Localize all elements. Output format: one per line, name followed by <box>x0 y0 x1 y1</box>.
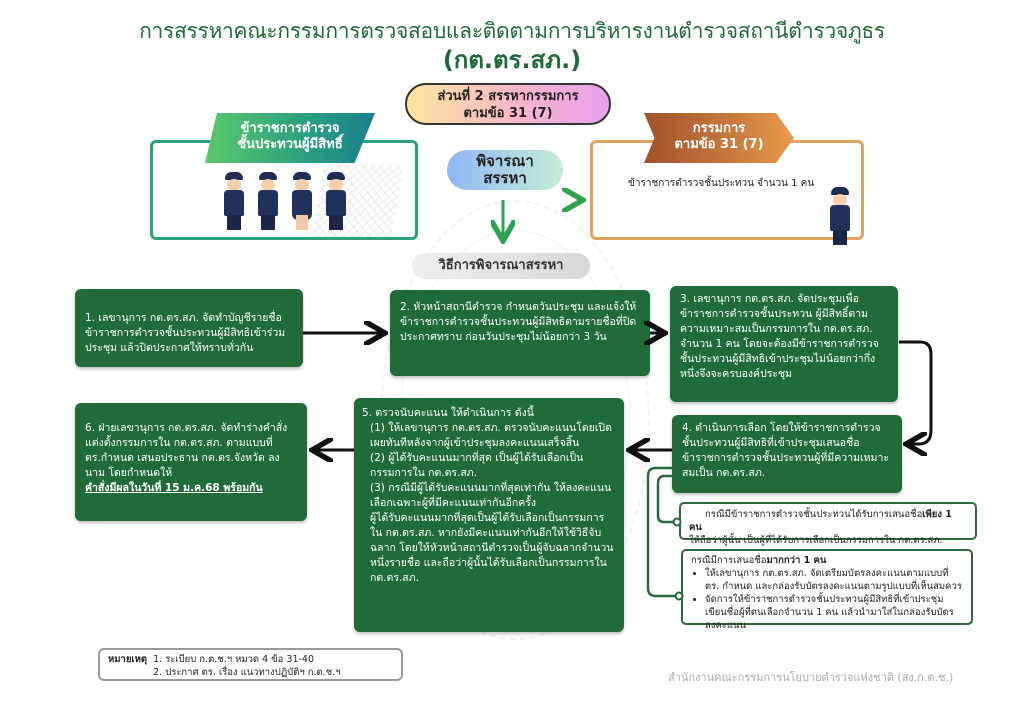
committee-description: ข้าราชการตำรวจชั้นประทวน จำนวน 1 คน <box>628 178 815 189</box>
step-2-text: 2. หัวหน้าสถานีตำรวจ กำหนดวันประชุม และแ… <box>400 301 637 343</box>
remark-1: 1. ระเบียบ ก.ต.ช.ฯ หมวด 4 ข้อ 31-40 <box>153 654 315 665</box>
step-5-item-3: (3) กรณีมีผู้ได้รับคะแนนมากที่สุดเท่ากัน… <box>370 482 612 509</box>
step-5-item-4: ผู้ได้รับคะแนนมากที่สุดเป็นผู้ได้รับเลือ… <box>370 512 614 584</box>
case-multiple-nominees: กรณีมีการเสนอชื่อมากกว่า 1 คน ให้เลขานุก… <box>681 549 973 631</box>
consider-line1: พิจารณา <box>476 152 534 170</box>
remark-2: 2. ประกาศ ตร. เรื่อง แนวทางปฏิบัติฯ ก.ต.… <box>153 667 341 678</box>
step-1: 1. เลขานุการ กต.ตร.สภ. จัดทำบัญชีรายชื่อ… <box>75 289 303 367</box>
case-multiple-bullet-2: จัดการให้ข้าราชการตำรวจชั้นประทวนผู้มีสิ… <box>705 593 963 632</box>
remarks-box: หมายเหตุ 1. ระเบียบ ก.ต.ช.ฯ หมวด 4 ข้อ 3… <box>98 648 403 681</box>
consider-select-label: พิจารณา สรรหา <box>447 150 563 190</box>
step-5-heading: 5. ตรวจนับคะแนน ให้ดำเนินการ ดังนี้ <box>362 407 534 419</box>
case-multiple-bullet-1: ให้เลขานุการ กต.ตร.สภ. จัดเตรียมบัตรลงคะ… <box>705 567 963 593</box>
step-5-item-1: (1) ให้เลขานุการ กต.ตร.สภ. ตรวจนับคะแนนโ… <box>370 422 612 449</box>
consider-line2: สรรหา <box>483 169 527 187</box>
page-title: การสรรหาคณะกรรมการตรวจสอบและติดตามการบริ… <box>139 19 885 43</box>
case-single-prefix: กรณีมีข้าราชการตำรวจชั้นประทวนได้รับการเ… <box>705 509 923 520</box>
organization-name: สำนักงานคณะกรรมการนโยบายตำรวจแห่งชาติ (ส… <box>668 671 954 684</box>
step-6: 6. ฝ่ายเลขานุการ กต.ตร.สภ. จัดทำร่างคำสั… <box>75 403 307 521</box>
remarks-label: หมายเหตุ <box>108 654 148 665</box>
section-label-line2: ตามข้อ 31 (7) <box>463 106 553 121</box>
eligible-officers-line1: ข้าราชการตำรวจ <box>240 121 340 136</box>
officer-standing-icon <box>324 172 348 230</box>
eligible-officers-line2: ชั้นประทวนผู้มีสิทธิ์ <box>237 137 343 152</box>
police-officers-icon <box>222 172 348 230</box>
committee-banner-line2: ตามข้อ 31 (7) <box>674 137 764 152</box>
arrow-step3-to-step4 <box>899 340 933 444</box>
committee-banner: กรรมการ ตามข้อ 31 (7) <box>644 113 794 163</box>
officer-icon <box>828 187 852 245</box>
step-6-text: 6. ฝ่ายเลขานุการ กต.ตร.สภ. จัดทำร่างคำสั… <box>85 422 288 479</box>
officer-female-icon <box>290 172 314 230</box>
section-label: ส่วนที่ 2 สรรหากรรมการ ตามข้อ 31 (7) <box>405 83 611 125</box>
officer-saluting-icon <box>256 172 280 230</box>
step-5: 5. ตรวจนับคะแนน ให้ดำเนินการ ดังนี้ (1) … <box>354 398 624 632</box>
step-3-text: 3. เลขานุการ กต.ตร.สภ. จัดประชุมเพื่อข้า… <box>680 293 879 380</box>
section-label-line1: ส่วนที่ 2 สรรหากรรมการ <box>437 89 579 104</box>
step-4-text: 4. ดำเนินการเลือก โดยให้ข้าราชการตำรวจชั… <box>682 422 889 479</box>
case-multiple-list: ให้เลขานุการ กต.ตร.สภ. จัดเตรียมบัตรลงคะ… <box>691 567 963 632</box>
case-single-bold: เพียง 1 คน <box>689 509 952 533</box>
case-single-nominee: กรณีมีข้าราชการตำรวจชั้นประทวนได้รับการเ… <box>679 502 977 546</box>
page-subtitle: (กต.ตร.สภ.) <box>442 46 582 74</box>
case-multiple-prefix: กรณีมีการเสนอชื่อ <box>691 555 767 566</box>
eligible-officers-banner: ข้าราชการตำรวจ ชั้นประทวนผู้มีสิทธิ์ <box>205 113 375 163</box>
case-multiple-bold: มากกว่า 1 คน <box>766 555 827 566</box>
officer-icon <box>222 172 246 230</box>
step-2: 2. หัวหน้าสถานีตำรวจ กำหนดวันประชุม และแ… <box>390 290 650 376</box>
step-4: 4. ดำเนินการเลือก โดยให้ข้าราชการตำรวจชั… <box>672 415 902 493</box>
case-single-rest: ให้ถือว่าผู้นั้น เป็นผู้ที่ได้รับการเลือ… <box>689 535 943 546</box>
method-heading: วิธีการพิจารณาสรรหา <box>412 253 590 279</box>
step-6-emphasis: คำสั่งมีผลในวันที่ 15 ม.ค.68 พร้อมกัน <box>85 482 263 494</box>
step-1-text: 1. เลขานุการ กต.ตร.สภ. จัดทำบัญชีรายชื่อ… <box>85 312 286 354</box>
committee-banner-line1: กรรมการ <box>692 121 746 136</box>
step-3: 3. เลขานุการ กต.ตร.สภ. จัดประชุมเพื่อข้า… <box>670 286 898 402</box>
step-5-item-2: (2) ผู้ได้รับคะแนนมากที่สุด เป็นผู้ได้รั… <box>370 452 584 479</box>
